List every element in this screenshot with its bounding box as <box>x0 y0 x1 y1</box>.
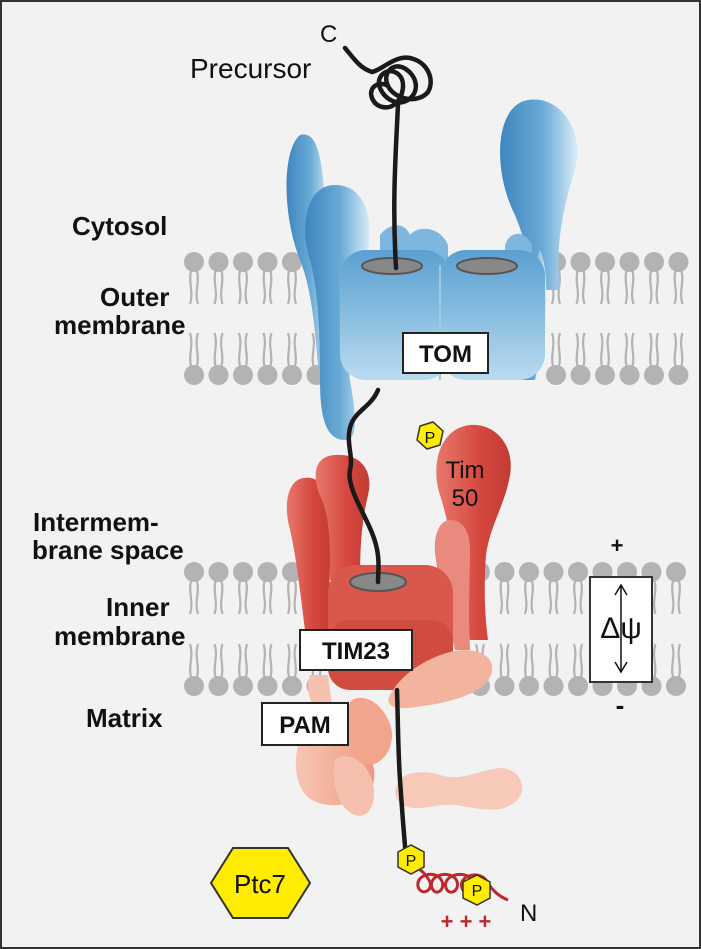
tom-pore-right <box>456 257 518 275</box>
presequence-helix <box>409 860 509 902</box>
potential-arrow <box>614 583 628 674</box>
precursor-polypeptide <box>342 45 433 861</box>
precursor-label: Precursor <box>190 53 311 84</box>
tom-label-box: TOM <box>402 332 489 374</box>
svg-text:P: P <box>472 883 483 900</box>
tom-complex <box>286 99 578 440</box>
c-terminus-label: C <box>320 21 337 48</box>
tom-pore-left <box>361 257 423 275</box>
phospho-precursor-2: P <box>462 874 491 906</box>
phospho-precursor-1: P <box>397 844 425 875</box>
positive-charges: + + + <box>441 909 492 934</box>
tim23-label-box: TIM23 <box>299 629 413 671</box>
tim50-label-line2: 50 <box>452 485 479 512</box>
phospho-tim50: P <box>416 421 444 450</box>
ims-label-1: Intermem- <box>33 507 159 537</box>
ptc7-label: Ptc7 <box>234 869 286 899</box>
matrix-label: Matrix <box>86 703 163 733</box>
ims-label-2: brane space <box>32 535 184 565</box>
cytosol-label: Cytosol <box>72 211 167 241</box>
pam-complex <box>295 650 523 816</box>
svg-text:P: P <box>406 853 417 870</box>
n-terminus-label: N <box>520 900 537 927</box>
tom-label: TOM <box>419 341 472 368</box>
ptc7-phosphatase: Ptc7 <box>209 847 312 919</box>
pam-label: PAM <box>279 712 331 739</box>
potential-plus: + <box>611 533 624 558</box>
inner-membrane-label-1: Inner <box>106 592 170 622</box>
potential-minus: - <box>616 690 625 720</box>
tim23-label: TIM23 <box>322 638 390 665</box>
inner-membrane-label-2: membrane <box>54 621 186 651</box>
delta-psi-label: Δψ <box>600 612 641 645</box>
pam-label-box: PAM <box>261 702 349 746</box>
membrane-potential: Δψ + - <box>589 533 653 720</box>
tim50-label-line1: Tim <box>445 457 484 484</box>
svg-text:P: P <box>425 430 436 447</box>
outer-membrane-label-2: membrane <box>54 310 186 340</box>
outer-membrane-label-1: Outer <box>100 282 169 312</box>
